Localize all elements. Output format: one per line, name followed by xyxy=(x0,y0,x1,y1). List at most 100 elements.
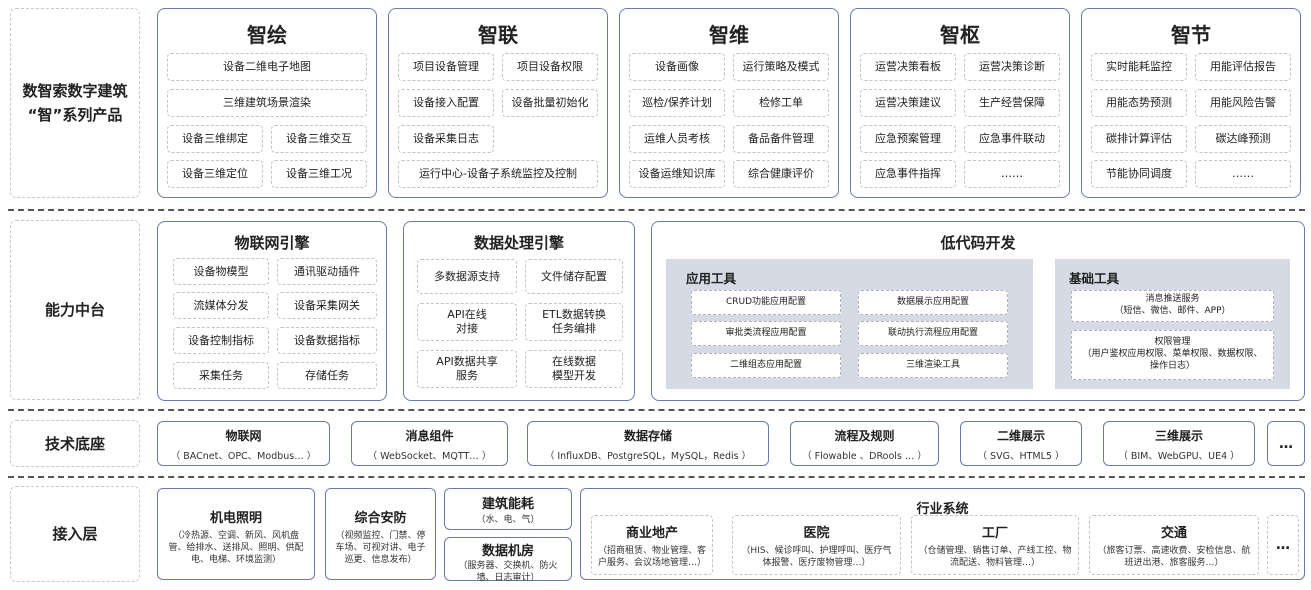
industry-sub: （招商租赁、物业管理、客户服务、会议场地管理…） xyxy=(597,546,706,569)
industry-title: 交通 xyxy=(1160,526,1187,541)
access-datacenter: 数据机房 （服务器、交换机、防火墙、日志审计） xyxy=(444,537,572,584)
data-item: 多数据源支持 xyxy=(417,259,517,294)
product-item: 设备画像 xyxy=(629,53,725,81)
product-item: 设备采集日志 xyxy=(398,125,494,153)
product-zhilian: 智联 项目设备管理 项目设备权限 设备接入配置 设备批量初始化 设备采集日志 运… xyxy=(388,8,608,198)
product-zhiwei: 智维 设备画像 运行策略及模式 巡检/保养计划 检修工单 运维人员考核 备品备件… xyxy=(619,8,839,198)
tech-more: … xyxy=(1267,421,1305,466)
access-sub: （冷热源、空调、新风、风机盘管、给排水、送排风、照明、供配电、电梯、环境监测） xyxy=(168,531,304,566)
tech-sub: （ BACnet、OPC、Modbus… ） xyxy=(170,451,317,462)
tech-title: 消息组件 xyxy=(405,429,454,443)
tech-storage: 数据存储 （ InfluxDB、PostgreSQL，MySQL，Redis ） xyxy=(527,421,769,466)
product-item: …… xyxy=(1195,160,1291,188)
product-item: 巡检/保养计划 xyxy=(629,89,725,117)
industry-transport: 交通 （旅客订票、高速收费、安检信息、航班进出港、旅客服务…） xyxy=(1089,515,1259,575)
iot-item: 流媒体分发 xyxy=(173,292,269,319)
access-sub: （视频监控、门禁、停车场、可视对讲、电子巡更、信息发布） xyxy=(335,531,426,566)
product-item: …… xyxy=(964,160,1060,188)
separator-2 xyxy=(8,409,1305,411)
tech-sub: （ InfluxDB、PostgreSQL，MySQL，Redis ） xyxy=(544,451,752,462)
tech-title: 流程及规则 xyxy=(834,429,895,443)
lowcode-title: 低代码开发 xyxy=(940,234,1016,252)
product-item: 应急事件联动 xyxy=(964,125,1060,153)
row-label-access: 接入层 xyxy=(52,525,98,543)
row-label-box-access xyxy=(10,486,140,582)
industry-sub: （HIS、候诊呼叫、护理呼叫、医疗气体报警、医疗废物管理…） xyxy=(741,546,892,569)
product-item: 设备三维工况 xyxy=(271,160,367,188)
product-item: 生产经营保障 xyxy=(964,89,1060,117)
product-item: 应急事件指挥 xyxy=(860,160,956,188)
app-tools-title: 应用工具 xyxy=(686,271,737,286)
product-item: 设备批量初始化 xyxy=(502,89,598,117)
iot-item: 设备物模型 xyxy=(173,258,269,285)
product-item: 用能评估报告 xyxy=(1195,53,1291,81)
tech-title: 二维展示 xyxy=(996,429,1045,443)
industry-factory: 工厂 （仓储管理、销售订单、产线工控、物流配送、物料管理…） xyxy=(911,515,1079,575)
product-item: 项目设备权限 xyxy=(502,53,598,81)
lowcode-platform: 低代码开发 应用工具 CRUD功能应用配置 数据展示应用配置 审批类流程应用配置… xyxy=(651,221,1305,401)
tech-title: 三维展示 xyxy=(1154,429,1203,443)
product-item: 用能态势预测 xyxy=(1091,89,1187,117)
product-item: 设备三维交互 xyxy=(271,125,367,153)
product-item: 备品备件管理 xyxy=(733,125,829,153)
tech-iot: 物联网 （ BACnet、OPC、Modbus… ） xyxy=(157,421,330,466)
product-title: 智维 xyxy=(709,23,749,47)
app-tool-item: 联动执行流程应用配置 xyxy=(858,321,1008,346)
data-item: 文件储存配置 xyxy=(525,259,623,294)
product-item: 项目设备管理 xyxy=(398,53,494,81)
row-label-box-products xyxy=(10,8,140,198)
data-item: 在线数据 模型开发 xyxy=(525,350,623,388)
tech-sub: （ SVG、HTML5 ） xyxy=(977,451,1065,462)
separator-1 xyxy=(8,209,1305,211)
row-label-capability: 能力中台 xyxy=(44,301,105,319)
data-item: ETL数据转换 任务编排 xyxy=(525,303,623,341)
product-zhijie: 智节 实时能耗监控 用能评估报告 用能态势预测 用能风险告警 碳排计算评估 碳达… xyxy=(1081,8,1301,198)
access-title: 机电照明 xyxy=(209,511,262,526)
product-item: 运营决策看板 xyxy=(860,53,956,81)
data-engine: 数据处理引擎 多数据源支持 文件储存配置 API在线 对接 ETL数据转换 任务… xyxy=(403,221,635,401)
app-tool-item: CRUD功能应用配置 xyxy=(691,290,841,315)
product-item: 设备二维电子地图 xyxy=(167,53,367,81)
access-title: 建筑能耗 xyxy=(481,497,534,512)
product-title: 智节 xyxy=(1171,23,1211,47)
product-item: 运行策略及模式 xyxy=(733,53,829,81)
app-tool-item: 审批类流程应用配置 xyxy=(691,321,841,346)
iot-item: 设备控制指标 xyxy=(173,327,269,354)
product-item: 设备三维绑定 xyxy=(167,125,263,153)
base-tool-item: 权限管理 （用户鉴权应用权限、菜单权限、数据权限、 操作日志） xyxy=(1071,330,1274,380)
row-label-products: 数智索数字建筑 “智”系列产品 xyxy=(22,82,128,124)
data-engine-title: 数据处理引擎 xyxy=(473,234,564,252)
app-tool-item: 数据展示应用配置 xyxy=(858,290,1008,315)
row-label-box-tech xyxy=(10,420,140,467)
iot-engine-title: 物联网引擎 xyxy=(234,234,310,252)
industry-title: 医院 xyxy=(803,526,830,541)
access-sub: （服务器、交换机、防火墙、日志审计） xyxy=(458,561,558,584)
base-tools-panel: 基础工具 消息推送服务 （短信、微信、邮件、APP） 权限管理 （用户鉴权应用权… xyxy=(1055,259,1290,389)
industry-title: 商业地产 xyxy=(625,526,678,541)
product-item: 碳达峰预测 xyxy=(1195,125,1291,153)
product-item: 实时能耗监控 xyxy=(1091,53,1187,81)
data-item: API在线 对接 xyxy=(417,303,517,341)
product-title: 智枢 xyxy=(940,23,980,47)
iot-engine: 物联网引擎 设备物模型 通讯驱动插件 流媒体分发 设备采集网关 设备控制指标 设… xyxy=(157,221,387,401)
tech-title: 物联网 xyxy=(225,429,262,443)
iot-item: 通讯驱动插件 xyxy=(277,258,377,285)
access-title: 综合安防 xyxy=(354,511,407,526)
tech-3d: 三维展示 （ BIM、WebGPU、UE4 ） xyxy=(1103,421,1255,466)
product-item: 碳排计算评估 xyxy=(1091,125,1187,153)
base-tool-item: 消息推送服务 （短信、微信、邮件、APP） xyxy=(1071,290,1274,322)
access-energy: 建筑能耗 （水、电、气） xyxy=(444,488,572,530)
data-item: API数据共享 服务 xyxy=(417,350,517,388)
access-title: 行业系统 xyxy=(916,502,969,517)
industry-sub: （仓储管理、销售订单、产线工控、物流配送、物料管理…） xyxy=(918,546,1072,569)
tech-messaging: 消息组件 （ WebSocket、MQTT… ） xyxy=(351,421,508,466)
product-item: 节能协同调度 xyxy=(1091,160,1187,188)
product-item: 运营决策诊断 xyxy=(964,53,1060,81)
product-zhihui: 智绘 设备二维电子地图 三维建筑场景渲染 设备三维绑定 设备三维交互 设备三维定… xyxy=(157,8,377,198)
app-tool-item: 三维渲染工具 xyxy=(858,353,1008,378)
access-title: 数据机房 xyxy=(481,544,534,559)
iot-item: 设备数据指标 xyxy=(277,327,377,354)
iot-item: 采集任务 xyxy=(173,362,269,389)
access-industry: 行业系统 商业地产 （招商租赁、物业管理、客户服务、会议场地管理…） 医院 （H… xyxy=(580,488,1305,580)
row-label-tech: 技术底座 xyxy=(44,434,105,453)
